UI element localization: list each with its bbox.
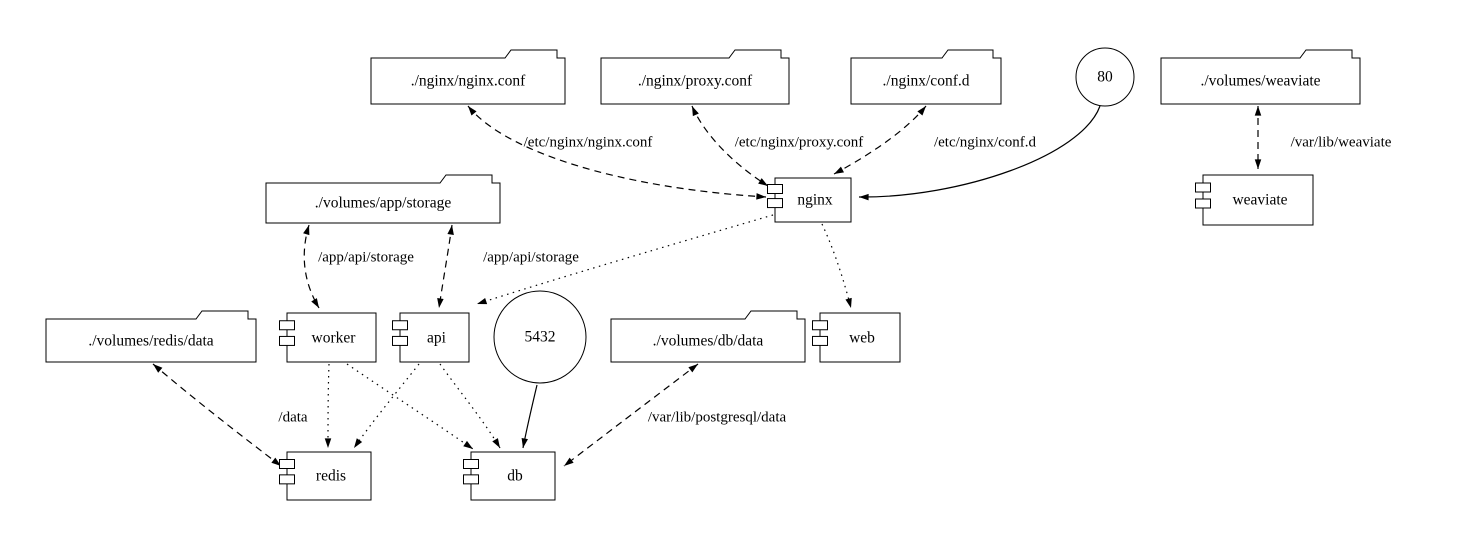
component-shape-web (819, 312, 901, 363)
folder-shape-proxy_conf_file (600, 49, 790, 105)
component-tab-icon-api-1 (392, 335, 408, 346)
edge-conf_d_dir-nginx (833, 105, 927, 175)
component-shape-nginx (774, 177, 852, 223)
folder-shape-conf_d_dir (850, 49, 1002, 105)
component-tab-icon-db-0 (463, 459, 479, 469)
node-layer (45, 47, 1361, 501)
edge-port_80-nginx (858, 105, 1101, 201)
component-tab-icon-web-1 (812, 335, 828, 346)
edge-nginx-web (821, 223, 852, 309)
component-tab-icon-web-0 (812, 320, 828, 331)
component-tab-icon-api-0 (392, 320, 408, 331)
edge-volumes_db_data-db (563, 363, 699, 467)
edge-layer (152, 105, 1262, 467)
component-tab-icon-db-1 (463, 474, 479, 485)
folder-shape-nginx_conf_file (370, 49, 566, 105)
edge-nginx_conf_file-nginx (467, 105, 767, 200)
edge-api-redis (353, 363, 420, 449)
component-tab-icon-redis-0 (279, 459, 295, 469)
folder-shape-volumes_redis_data (45, 310, 257, 363)
edge-worker-db (346, 363, 474, 450)
folder-shape-volumes_app_storage (265, 174, 501, 224)
component-shape-weaviate (1202, 174, 1314, 226)
component-tab-icon-weaviate-0 (1195, 182, 1211, 193)
component-tab-icon-nginx-0 (767, 184, 783, 194)
component-shape-api (399, 312, 470, 363)
edge-volumes_redis_data-redis (152, 363, 282, 467)
component-tab-icon-worker-1 (279, 335, 295, 346)
component-shape-redis (286, 451, 372, 501)
edge-volumes_app_storage-api (437, 224, 454, 309)
edge-worker-redis (324, 363, 332, 449)
folder-shape-volumes_weaviate (1160, 49, 1361, 105)
circle-shape-port_5432 (493, 290, 587, 384)
component-tab-icon-weaviate-1 (1195, 198, 1211, 209)
edge-proxy_conf_file-nginx (691, 105, 769, 187)
circle-shape-port_80 (1075, 47, 1135, 107)
component-shape-db (470, 451, 556, 501)
edge-volumes_app_storage-worker (303, 224, 320, 309)
edge-port_5432-db (521, 384, 538, 449)
component-tab-icon-nginx-1 (767, 198, 783, 209)
component-tab-icon-worker-0 (279, 320, 295, 331)
edge-nginx-api (476, 214, 774, 305)
component-shape-worker (286, 312, 377, 363)
edge-api-db (439, 363, 501, 449)
component-tab-icon-redis-1 (279, 474, 295, 485)
folder-shape-volumes_db_data (610, 310, 806, 363)
